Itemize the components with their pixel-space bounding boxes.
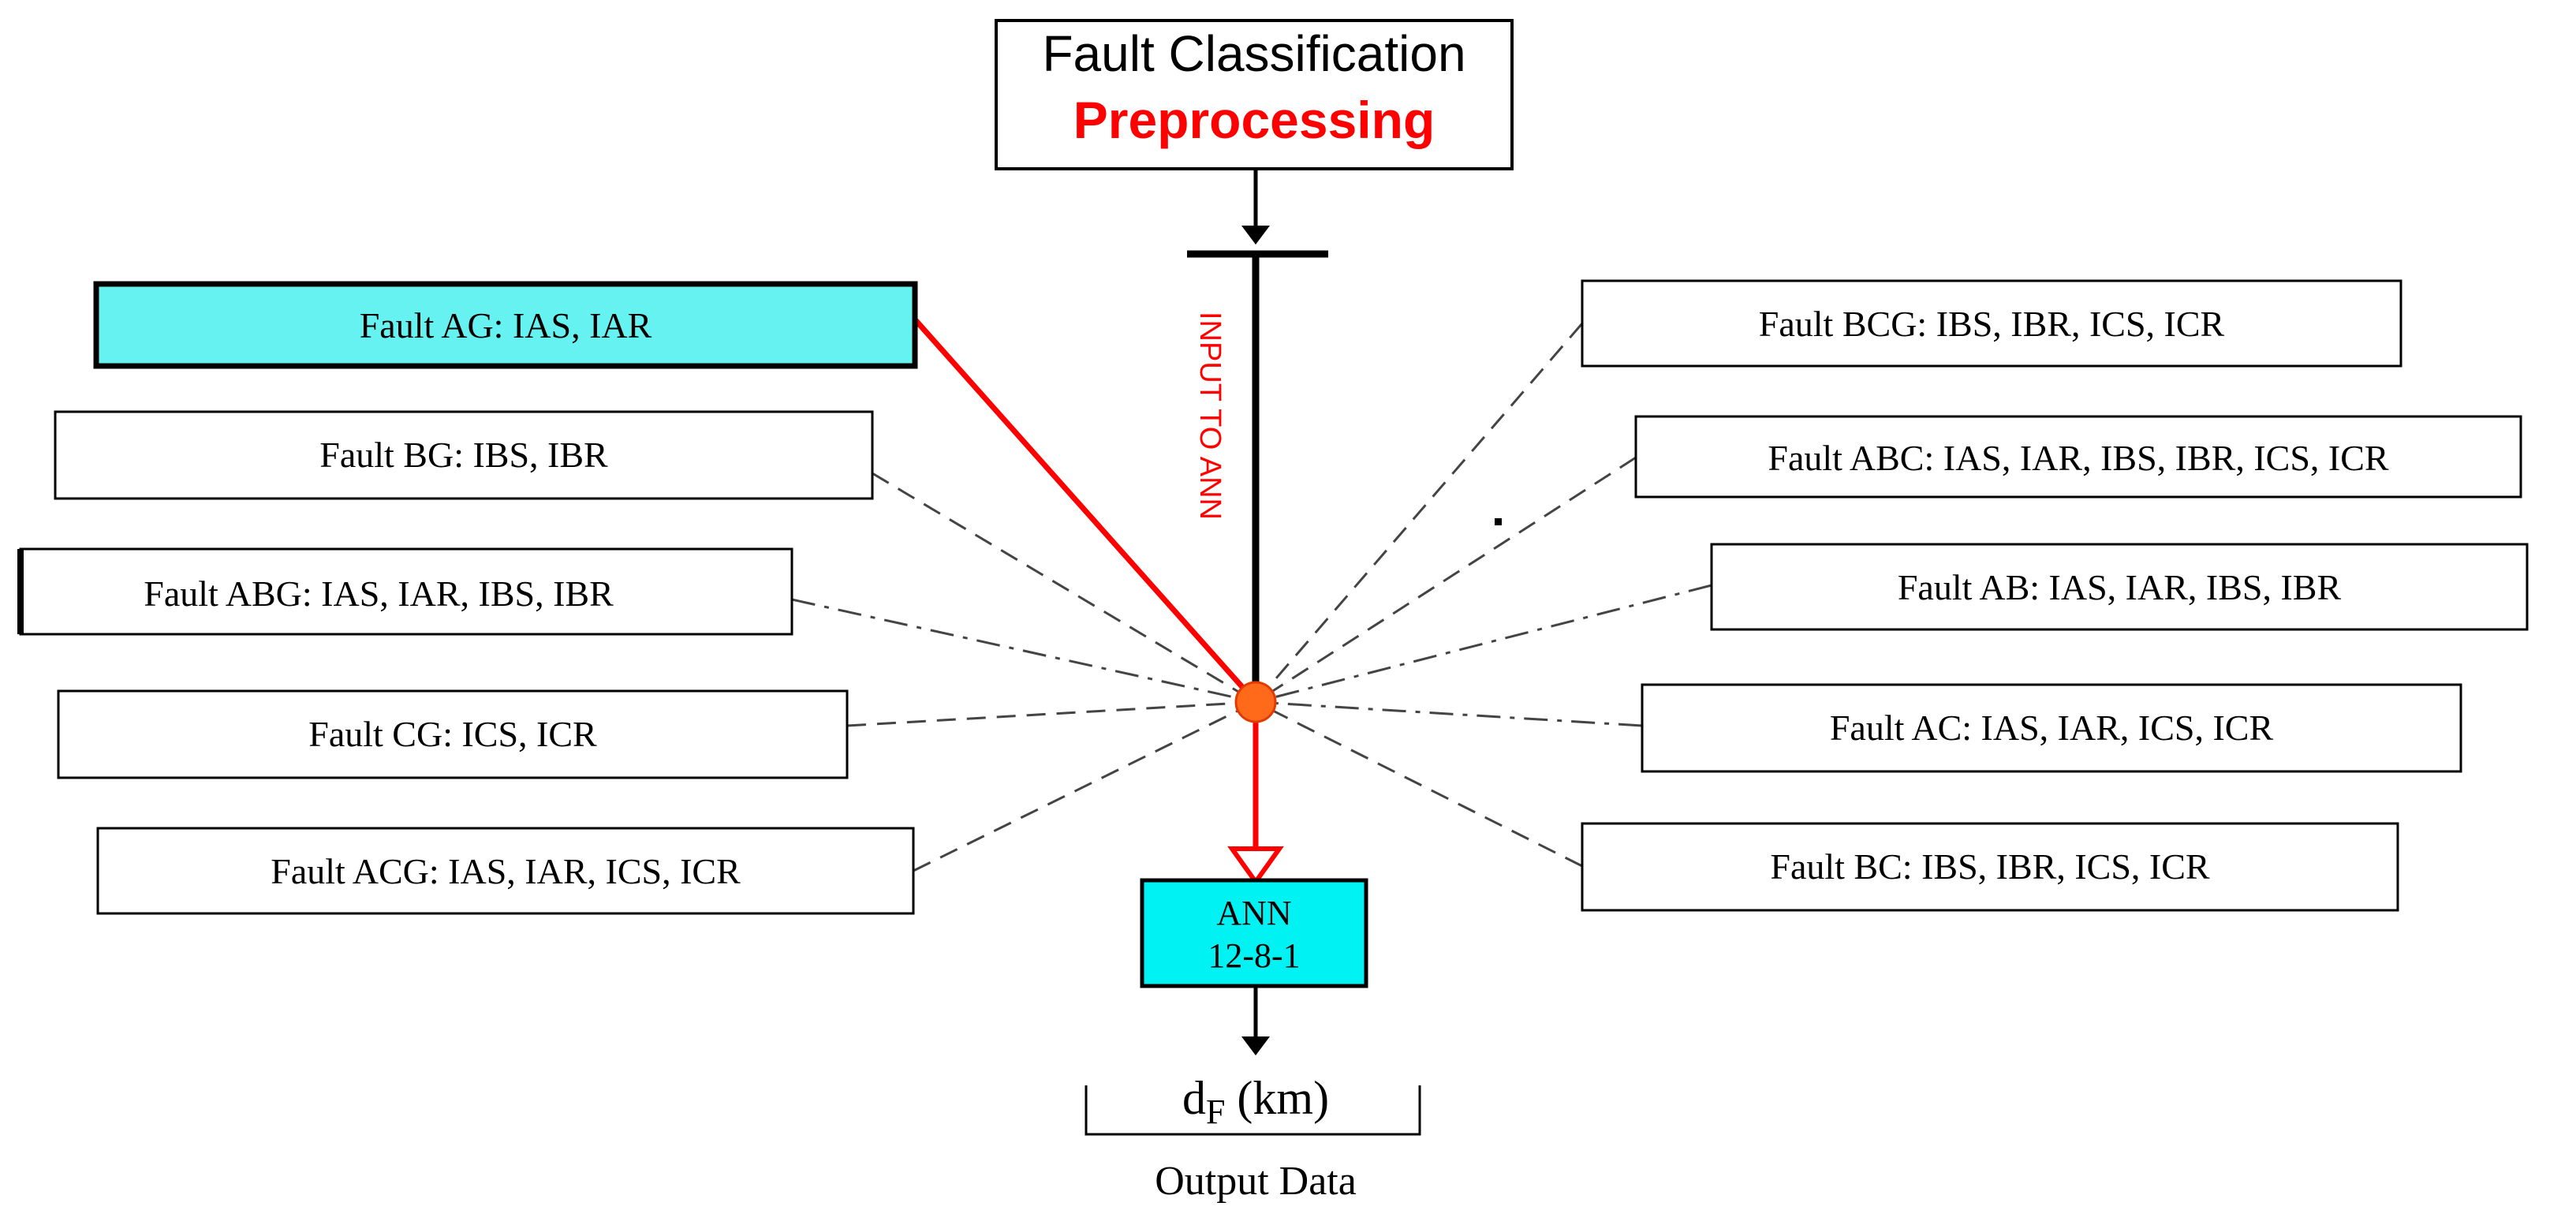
fault-box-ag: Fault AG: IAS, IAR: [93, 281, 918, 369]
fault-label-bcg: Fault BCG: IBS, IBR, ICS, ICR: [1759, 304, 2225, 344]
fault-box-abg: Fault ABG: IAS, IAR, IBS, IBR: [17, 547, 793, 636]
connector-fault-acg: [913, 700, 1256, 872]
header-subtitle: Preprocessing: [1073, 91, 1435, 149]
output-subscript: F: [1206, 1092, 1225, 1131]
ann-architecture: 12-8-1: [1208, 936, 1300, 975]
fault-label-ab: Fault AB: IAS, IAR, IBS, IBR: [1898, 567, 2342, 607]
fault-box-bc: Fault BC: IBS, IBR, ICS, ICR: [1581, 822, 2399, 912]
header-title: Fault Classification: [1042, 25, 1465, 82]
fault-box-bcg: Fault BCG: IBS, IBR, ICS, ICR: [1581, 279, 2402, 368]
connector-fault-bc: [1255, 700, 1583, 868]
fault-label-cg: Fault CG: ICS, ICR: [308, 714, 597, 754]
output-arrow-head: [1241, 1036, 1270, 1055]
fault-label-acg: Fault ACG: IAS, IAR, ICS, ICR: [271, 851, 741, 891]
left-fault-boxes: Fault AG: IAS, IAR Fault BG: IBS, IBR Fa…: [17, 281, 918, 915]
fault-box-bg: Fault BG: IBS, IBR: [54, 410, 874, 500]
output-unit: (km): [1225, 1072, 1329, 1124]
header-arrow-head: [1241, 226, 1270, 245]
fault-label-ag: Fault AG: IAS, IAR: [360, 305, 652, 345]
stray-dot: [1495, 518, 1502, 525]
output-symbol: d: [1182, 1072, 1206, 1124]
input-label: INPUT TO ANN: [1193, 312, 1226, 520]
fault-label-bc: Fault BC: IBS, IBR, ICS, ICR: [1770, 846, 2210, 887]
connector-fault-abg: [791, 598, 1256, 704]
connector-fault-bcg: [1254, 323, 1584, 703]
fault-box-acg: Fault ACG: IAS, IAR, ICS, ICR: [96, 827, 915, 915]
ann-box: ANN 12-8-1: [1140, 878, 1368, 988]
node-to-ann-arrowhead: [1227, 846, 1284, 887]
fault-label-abg: Fault ABG: IAS, IAR, IBS, IBR: [144, 573, 614, 614]
ann-label: ANN: [1216, 894, 1291, 932]
connector-fault-bg: [872, 472, 1256, 704]
fault-box-ac: Fault AC: IAS, IAR, ICS, ICR: [1641, 683, 2462, 773]
header-box: Fault Classification Preprocessing: [995, 19, 1514, 170]
fault-box-abc: Fault ABC: IAS, IAR, IBS, IBR, ICS, ICR: [1634, 415, 2522, 499]
connector-fault-ag: [913, 317, 1258, 704]
connector-fault-ac: [1255, 700, 1643, 727]
connector-fault-abc: [1255, 456, 1637, 704]
fault-label-ac: Fault AC: IAS, IAR, ICS, ICR: [1830, 708, 2274, 748]
junction-node: [1234, 681, 1277, 723]
fault-label-abc: Fault ABC: IAS, IAR, IBS, IBR, ICS, ICR: [1768, 438, 2389, 478]
fault-box-cg: Fault CG: ICS, ICR: [57, 689, 849, 779]
connector-fault-ab: [1255, 584, 1712, 704]
fault-box-ab: Fault AB: IAS, IAR, IBS, IBR: [1710, 543, 2529, 631]
output-value: dF (km): [1182, 1072, 1329, 1131]
connector-fault-cg: [846, 700, 1256, 727]
fault-label-bg: Fault BG: IBS, IBR: [319, 435, 608, 475]
output-caption: Output Data: [1155, 1159, 1357, 1204]
output-bracket: [1085, 1085, 1421, 1136]
right-fault-boxes: Fault BCG: IBS, IBR, ICS, ICR Fault ABC:…: [1581, 279, 2529, 912]
